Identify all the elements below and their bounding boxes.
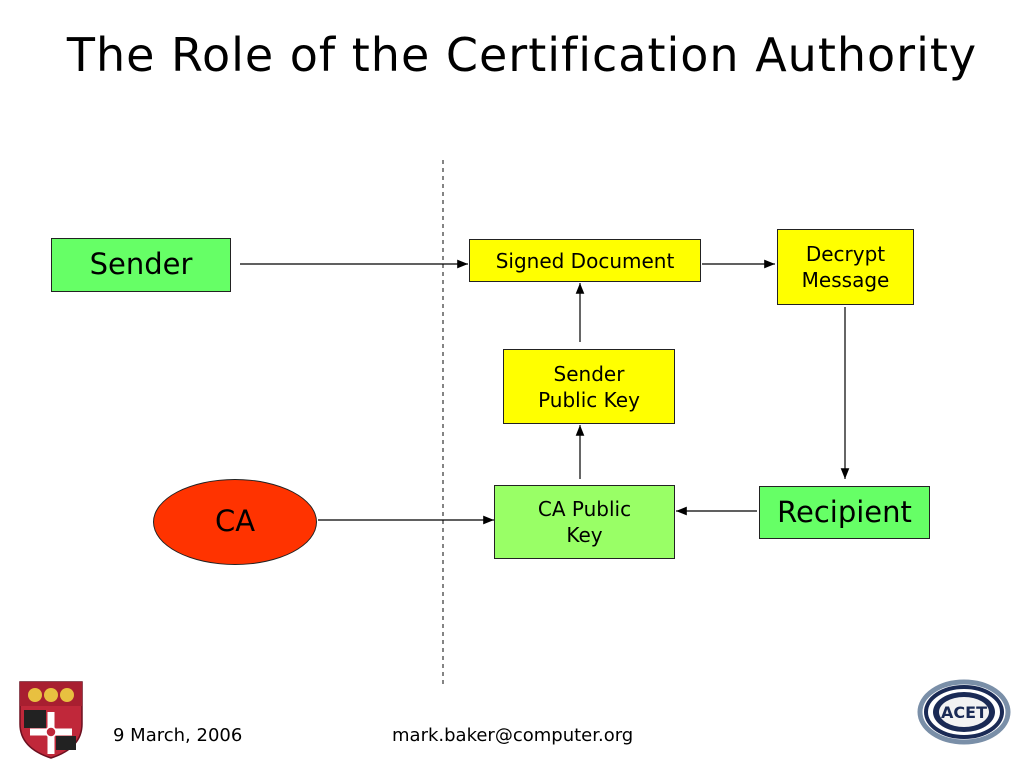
sender-box: Sender xyxy=(51,238,231,292)
sender-public-key-label-line2: Public Key xyxy=(538,387,640,412)
signed-document-label: Signed Document xyxy=(495,248,675,273)
acet-logo-icon: ACET xyxy=(917,679,1011,745)
signed-document-box: Signed Document xyxy=(469,239,701,282)
ca-label: CA xyxy=(214,504,256,539)
slide-title: The Role of the Certification Authority xyxy=(66,28,978,82)
ca-ellipse: CA xyxy=(153,479,317,565)
footer-email: mark.baker@computer.org xyxy=(392,725,634,746)
sender-public-key-label-line1: Sender xyxy=(553,361,625,386)
decrypt-message-label-line1: Decrypt xyxy=(805,242,886,266)
recipient-label: Recipient xyxy=(777,494,912,529)
footer-date: 9 March, 2006 xyxy=(113,725,243,746)
decrypt-message-label-line2: Message xyxy=(801,268,890,292)
ca-public-key-label-line1: CA Public xyxy=(537,497,632,521)
ca-public-key-box: CA Public Key xyxy=(494,485,675,559)
decrypt-message-box: Decrypt Message xyxy=(777,229,914,305)
sender-label: Sender xyxy=(89,247,193,282)
university-crest-icon xyxy=(19,681,83,759)
sender-public-key-box: Sender Public Key xyxy=(503,349,675,424)
recipient-box: Recipient xyxy=(759,486,930,539)
ca-public-key-label-line2: Key xyxy=(566,523,603,547)
svg-text:ACET: ACET xyxy=(941,703,987,722)
